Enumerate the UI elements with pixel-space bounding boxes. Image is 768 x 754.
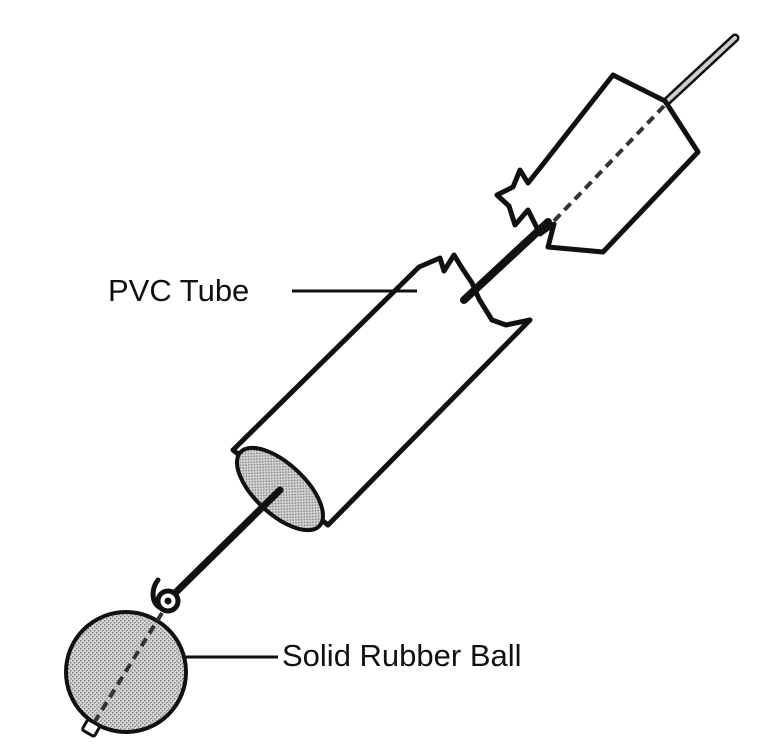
upper-tube-segment [494, 72, 701, 255]
upper-inner-rod [551, 104, 666, 224]
top-rod [659, 33, 740, 109]
bottom-nut [81, 718, 101, 738]
eye-hook [150, 577, 181, 614]
ball-inner-bolt [90, 611, 164, 728]
rubber-ball [64, 610, 188, 734]
inner-rod [460, 218, 552, 304]
cord [166, 486, 284, 602]
pvc-tube-label: PVC Tube [108, 273, 250, 308]
rubber-ball-label: Solid Rubber Ball [282, 638, 522, 673]
lower-tube-segment [230, 252, 533, 528]
